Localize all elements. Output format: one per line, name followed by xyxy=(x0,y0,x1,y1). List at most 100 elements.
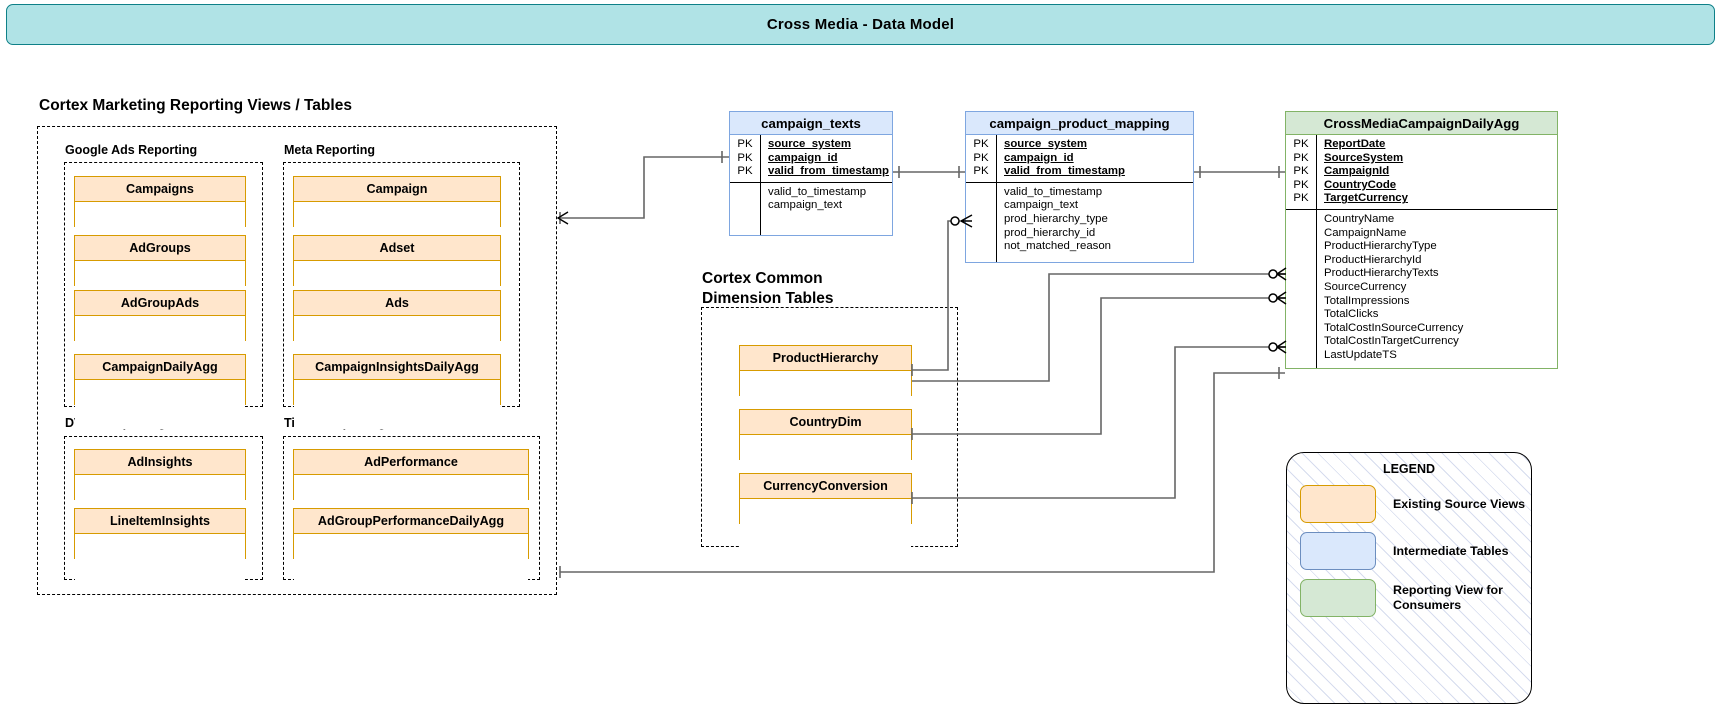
ertable-campaign-texts[interactable]: campaign_texts PK PK PK source_system ca… xyxy=(729,111,893,236)
entity-adset[interactable]: Adset xyxy=(293,235,501,310)
entity-campaigndailyagg-body xyxy=(75,380,245,429)
attr-field: CampaignName xyxy=(1324,226,1407,239)
pk-marker: PK xyxy=(1293,165,1309,178)
entity-adgroupads[interactable]: AdGroupAds xyxy=(74,290,246,365)
entity-adgroupads-title: AdGroupAds xyxy=(75,291,245,316)
arrow-markers xyxy=(556,211,569,225)
entity-adgroupperformancedailyagg-body xyxy=(294,534,528,583)
connector-sources-to-campaign-texts xyxy=(560,156,729,219)
entity-lineiteminsights-title: LineItemInsights xyxy=(75,509,245,534)
entity-campaigns-title: Campaigns xyxy=(75,177,245,202)
entity-lineiteminsights-body xyxy=(75,534,245,583)
entity-adgroups[interactable]: AdGroups xyxy=(74,235,246,310)
entity-currencyconversion-title: CurrencyConversion xyxy=(740,474,911,499)
entity-campaigndailyagg[interactable]: CampaignDailyAgg xyxy=(74,354,246,429)
legend-label-existing: Existing Source Views xyxy=(1393,496,1525,511)
pk-marker: PK xyxy=(1293,138,1309,150)
attr-field: ProductHierarchyId xyxy=(1324,253,1422,266)
group-label-google-ads: Google Ads Reporting xyxy=(65,143,198,157)
pk-field: valid_from_timestamp xyxy=(768,165,889,178)
entity-currencyconversion[interactable]: CurrencyConversion xyxy=(739,473,912,548)
ertable-campaign-product-mapping-attrs: valid_to_timestamp campaign_text prod_hi… xyxy=(966,182,1193,262)
ertable-crossmedia-title: CrossMediaCampaignDailyAgg xyxy=(1285,111,1558,135)
entity-adperformance-title: AdPerformance xyxy=(294,450,528,475)
ertable-crossmedia-campaign-daily-agg[interactable]: CrossMediaCampaignDailyAgg PK PK PK PK P… xyxy=(1285,111,1558,369)
entity-countrydim[interactable]: CountryDim xyxy=(739,409,912,484)
entity-lineiteminsights[interactable]: LineItemInsights xyxy=(74,508,246,583)
entity-campaign[interactable]: Campaign xyxy=(293,176,501,251)
connector-producthierarchy-to-crossmedia xyxy=(912,273,1285,382)
pk-field: ReportDate xyxy=(1324,138,1386,150)
attr-field: TotalClicks xyxy=(1324,308,1379,321)
entity-adgroupperformancedailyagg[interactable]: AdGroupPerformanceDailyAgg xyxy=(293,508,529,583)
pk-marker: PK xyxy=(1293,178,1309,191)
attr-field: LastUpdateTS xyxy=(1324,348,1397,361)
legend-label-intermediate: Intermediate Tables xyxy=(1393,543,1509,558)
pk-marker: PK xyxy=(973,151,989,164)
pk-marker: PK xyxy=(973,165,989,178)
pk-field: source_system xyxy=(1004,138,1087,150)
entity-adgroups-title: AdGroups xyxy=(75,236,245,261)
dimension-section-title: Cortex Common Dimension Tables xyxy=(702,270,834,308)
legend-panel: LEGEND Existing Source Views Intermediat… xyxy=(1286,452,1532,704)
legend-swatch-green xyxy=(1300,579,1376,617)
entity-adset-title: Adset xyxy=(294,236,500,261)
attr-field: not_matched_reason xyxy=(1004,240,1112,253)
pk-marker: PK xyxy=(737,151,753,164)
ertable-crossmedia-keys: PK PK PK PK PK ReportDate SourceSystem C… xyxy=(1286,135,1557,210)
legend-item-intermediate-tables: Intermediate Tables xyxy=(1300,532,1531,570)
entity-currencyconversion-body xyxy=(740,499,911,548)
attr-field: TotalCostInTargetCurrency xyxy=(1324,335,1459,348)
entity-campaigninsightsdailyagg-title: CampaignInsightsDailyAgg xyxy=(294,355,500,380)
entity-adinsights-title: AdInsights xyxy=(75,450,245,475)
group-label-meta: Meta Reporting xyxy=(284,143,375,157)
left-section-title: Cortex Marketing Reporting Views / Table… xyxy=(39,97,352,114)
attr-field: valid_to_timestamp xyxy=(768,185,867,198)
entity-adinsights[interactable]: AdInsights xyxy=(74,449,246,524)
entity-ads-title: Ads xyxy=(294,291,500,316)
pk-field: TargetCurrency xyxy=(1324,192,1408,205)
pk-marker: PK xyxy=(973,138,989,150)
legend-title: LEGEND xyxy=(1382,462,1436,476)
entity-campaign-title: Campaign xyxy=(294,177,500,202)
connector-countrydim-to-crossmedia xyxy=(912,297,1285,435)
legend-swatch-blue xyxy=(1300,532,1376,570)
diagram-title-banner: Cross Media - Data Model xyxy=(6,4,1715,45)
legend-label-reporting: Reporting View for Consumers xyxy=(1393,583,1503,612)
attr-field: SourceCurrency xyxy=(1324,280,1407,293)
attr-field: CountryName xyxy=(1324,212,1395,225)
attr-field: prod_hierarchy_id xyxy=(1004,226,1096,239)
pk-marker: PK xyxy=(1293,192,1309,205)
pk-field: campaign_id xyxy=(1004,151,1074,164)
ertable-campaign-texts-keys: PK PK PK source_system campaign_id valid… xyxy=(730,135,892,183)
pk-field: source_system xyxy=(768,138,851,150)
legend-swatch-orange xyxy=(1300,485,1376,523)
legend-item-reporting-view: Reporting View for Consumers xyxy=(1300,579,1531,617)
entity-campaigns[interactable]: Campaigns xyxy=(74,176,246,251)
ertable-campaign-texts-attrs: valid_to_timestamp campaign_text xyxy=(730,182,892,235)
entity-adgroupperformancedailyagg-title: AdGroupPerformanceDailyAgg xyxy=(294,509,528,534)
pk-marker: PK xyxy=(737,165,753,178)
pk-marker: PK xyxy=(737,138,753,150)
attr-field: valid_to_timestamp xyxy=(1004,185,1103,198)
entity-campaigndailyagg-title: CampaignDailyAgg xyxy=(75,355,245,380)
ertable-crossmedia-attrs: CountryName CampaignName ProductHierarch… xyxy=(1286,209,1557,368)
attr-field: campaign_text xyxy=(768,199,843,212)
entity-ads[interactable]: Ads xyxy=(293,290,501,365)
entity-producthierarchy[interactable]: ProductHierarchy xyxy=(739,345,912,420)
pk-field: SourceSystem xyxy=(1324,151,1404,164)
entity-campaigninsightsdailyagg[interactable]: CampaignInsightsDailyAgg xyxy=(293,354,501,429)
attr-field: campaign_text xyxy=(1004,199,1079,212)
entity-adperformance[interactable]: AdPerformance xyxy=(293,449,529,524)
ertable-campaign-texts-title: campaign_texts xyxy=(729,111,893,135)
attr-field: ProductHierarchyType xyxy=(1324,240,1437,253)
entity-producthierarchy-title: ProductHierarchy xyxy=(740,346,911,371)
attr-field: prod_hierarchy_type xyxy=(1004,212,1108,225)
pk-field: campaign_id xyxy=(768,151,838,164)
page-title: Cross Media - Data Model xyxy=(766,16,955,33)
ertable-campaign-product-mapping[interactable]: campaign_product_mapping PK PK PK source… xyxy=(965,111,1194,263)
pk-field: valid_from_timestamp xyxy=(1004,165,1125,178)
attr-field: ProductHierarchyTexts xyxy=(1324,267,1439,280)
pk-marker: PK xyxy=(1293,151,1309,164)
